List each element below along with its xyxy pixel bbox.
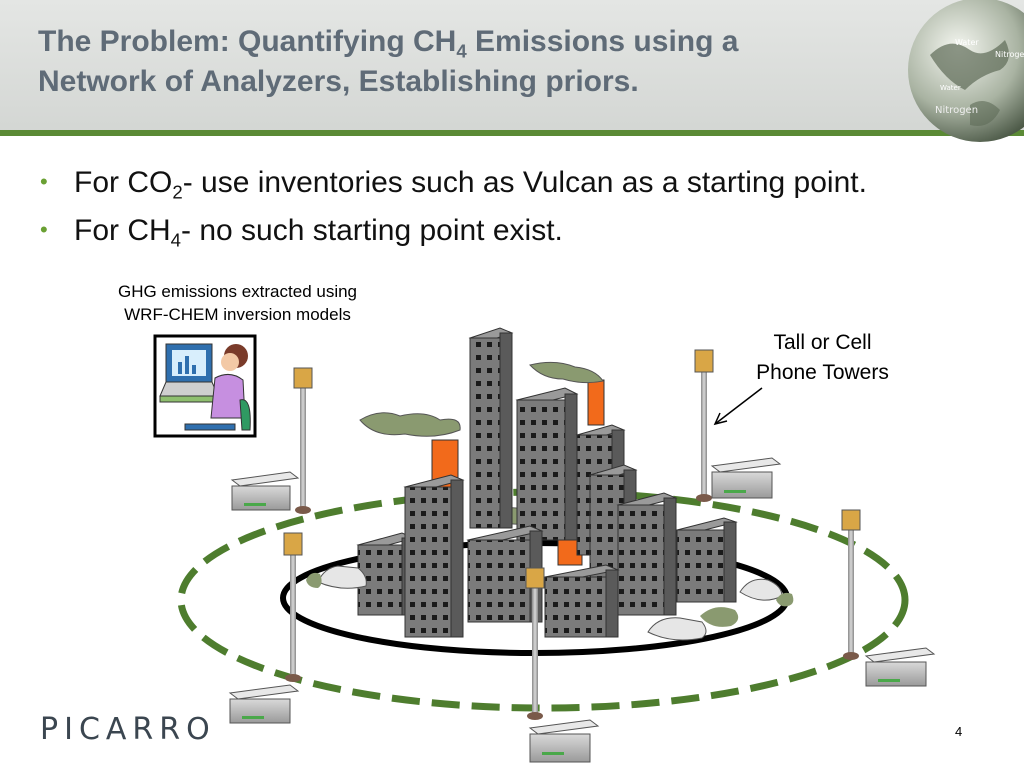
header-band	[0, 0, 1024, 135]
bullet-list: • For CO2- use inventories such as Vulcan…	[40, 158, 867, 254]
header-divider	[0, 130, 1024, 136]
title-line2: Network of Analyzers, Establishing prior…	[38, 65, 639, 98]
bullet-suffix: - no such starting point exist.	[181, 214, 563, 247]
globe-icon: Water Nitrogen Water Nitrogen	[908, 0, 1024, 142]
bullet-prefix: For CO	[74, 166, 173, 199]
picarro-logo: PICARRO	[40, 712, 216, 747]
cell-tower-icon	[525, 567, 545, 720]
network-ring	[177, 488, 909, 712]
ghg-caption-line: WRF-CHEM inversion models	[124, 305, 351, 324]
slide-title: The Problem: Quantifying CH4 Emissions u…	[38, 22, 878, 102]
bullet-subscript: 2	[172, 181, 183, 203]
analyzer-icon	[228, 684, 300, 724]
globe-label: Water	[940, 84, 961, 92]
cell-tower-icon	[694, 349, 714, 502]
bullet-dot-icon: •	[40, 169, 48, 194]
analyzer-icon	[528, 719, 600, 763]
analyzer-icon	[710, 457, 782, 499]
bullet-item: • For CH4- no such starting point exist.	[40, 206, 867, 254]
ghg-caption: GHG emissions extracted using WRF-CHEM i…	[60, 280, 415, 326]
cell-tower-icon	[841, 509, 861, 660]
cars-group	[306, 565, 794, 641]
analyzer-units	[228, 457, 936, 763]
towers-label: Tall or Cell Phone Towers	[730, 328, 915, 388]
bullet-prefix: For CH	[74, 214, 171, 247]
computer-user-icon	[153, 334, 257, 438]
title-subscript: 4	[456, 40, 467, 62]
bullet-dot-icon: •	[40, 217, 48, 242]
bullet-item: • For CO2- use inventories such as Vulcan…	[40, 158, 867, 206]
cell-towers	[283, 349, 861, 720]
cell-tower-icon	[283, 532, 303, 682]
analyzer-icon	[230, 471, 300, 511]
ghg-caption-line: GHG emissions extracted using	[117, 282, 358, 301]
analyzer-icon	[864, 647, 936, 687]
title-line1-suffix: Emissions using a	[466, 25, 739, 58]
title-line1-prefix: The Problem: Quantifying CH	[38, 25, 457, 58]
globe-label: Nitrogen	[995, 50, 1024, 59]
city-buildings	[356, 327, 738, 638]
globe-label: Nitrogen	[935, 105, 978, 116]
cell-tower-icon	[293, 367, 313, 514]
towers-label-line: Phone Towers	[756, 361, 889, 384]
bullet-suffix: - use inventories such as Vulcan as a st…	[182, 166, 867, 199]
page-number: 4	[955, 724, 963, 739]
bullet-subscript: 4	[170, 229, 182, 251]
pointer-arrow	[713, 387, 763, 426]
globe-label: Water	[955, 38, 979, 47]
towers-label-line: Tall or Cell	[773, 331, 872, 354]
